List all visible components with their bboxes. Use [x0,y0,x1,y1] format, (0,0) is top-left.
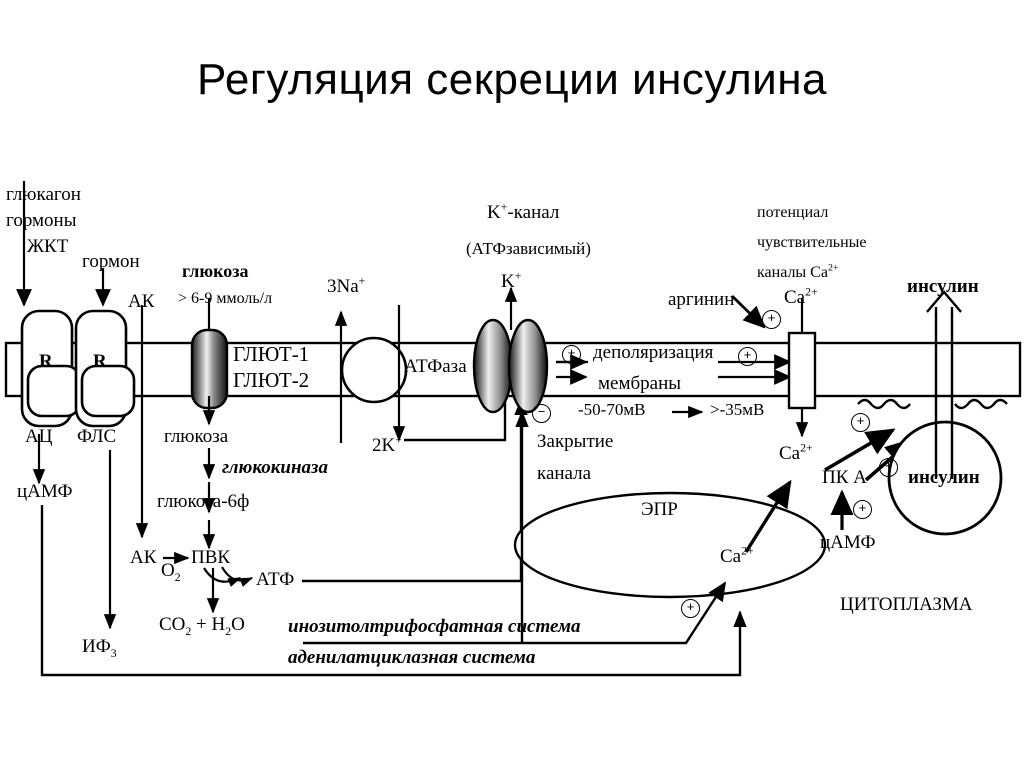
label-glut-2: ГЛЮТ-2 [233,368,310,392]
page-title: Регуляция секреции инсулина [197,55,827,104]
insulin-release-arrow [926,290,962,479]
ip3-to-er-path [303,581,727,645]
ca-channel [787,298,817,438]
label-calcium-cytosolic: Ca2+ [779,441,813,464]
label-ak-top: АК [128,291,155,312]
label-channel-closing-1: Закрытие [537,431,614,452]
label-adenylate-cyclase: АЦ [25,426,53,447]
label-ca-channel-caption-1: потенциал [757,204,829,221]
label-potassium-in: 2K+ [372,433,402,456]
label-depolarization-2: мембраны [598,373,682,394]
plus-sign-depolarization: + [562,345,581,364]
label-camp-left: цАМФ [17,481,73,502]
label-sodium-out: 3Na+ [327,274,366,297]
receptor-1-label: R [39,351,53,372]
k-in-path [404,398,507,442]
label-arginine: аргинин [668,289,735,310]
label-camp-right: цАМФ [820,532,876,553]
label-ca-channel-caption-3: каналы Ca2+ [757,262,839,281]
label-k-channel-subtitle: (АТФзависимый) [466,239,591,258]
label-pyruvate: ПВК [191,547,231,568]
plus-sign-exocytosis-1: + [851,413,870,432]
camp-feedback-path [40,505,747,677]
k-channel [472,286,549,414]
label-depolarization-1: деполяризация [593,342,714,363]
label-adenylate-system: аденилатциклазная система [288,647,536,668]
minus-sign-channel-closing: − [532,404,551,423]
label-potential-from: -50-70мВ [578,400,646,419]
na-k-atpase [334,305,408,443]
atp-to-kchannel-path [302,398,528,583]
label-glucose-6-phosphate: глюкоза-6ф [157,491,250,512]
plus-sign-er-release: + [681,599,700,618]
label-phospholipase-c: ФЛС [77,426,117,447]
label-hormones: гормоны [6,210,77,231]
label-co2-water: CO2 + H2O [159,614,245,638]
label-potassium-out: K+ [501,269,522,292]
label-git: ЖКТ [27,236,69,257]
receptor-hormone [74,268,136,630]
label-atpase: АТФаза [404,356,467,377]
label-er-calcium: Ca2+ [720,544,754,567]
plus-sign-pka: + [853,500,872,519]
er-ca-release-arrow [744,479,792,553]
label-cytoplasm: ЦИТОПЛАЗМА [840,594,973,615]
plus-sign-ca-channel: + [738,347,757,366]
endoplasmic-reticulum [513,491,827,599]
label-glucose-intracellular: глюкоза [164,426,229,447]
insulin-vesicle [887,420,1003,536]
label-k-channel-title: K+-канал [487,200,560,223]
label-ak: АК [130,547,157,568]
label-calcium-extracellular: Ca2+ [784,285,818,308]
label-glucose-extracellular: глюкоза [182,261,249,281]
label-channel-closing-2: канала [537,463,592,484]
exocytosis-fusion [857,398,1008,410]
arginine-arrow [731,294,766,329]
label-glucagon: глюкагон [6,184,81,205]
label-hormone: гормон [82,251,140,272]
label-ca-channel-caption-2: чувствительные [757,234,867,251]
label-oxygen: O2 [161,560,181,584]
label-inositol-system: инозитолтрифосфатная система [288,616,581,637]
glut-transporter [190,298,229,426]
label-glucokinase: глюкокиназа [222,457,328,478]
label-glucose-concentration: > 6-9 ммоль/л [178,290,273,307]
label-atp: АТФ [256,569,295,590]
plus-sign-arginine: + [762,310,781,329]
label-potential-to: >-35мВ [710,400,765,419]
label-insulin-vesicle: инсулин [908,467,980,488]
label-er: ЭПР [641,499,678,520]
glycolysis-arrows [163,448,254,614]
label-ip3: ИФ3 [82,636,117,660]
label-insulin-secreted: инсулин [907,276,979,297]
plus-sign-exocytosis-2: + [879,458,898,477]
label-pka: ПК А [822,467,867,488]
label-glut-1: ГЛЮТ-1 [233,342,310,366]
receptor-2-label: R [93,351,107,372]
